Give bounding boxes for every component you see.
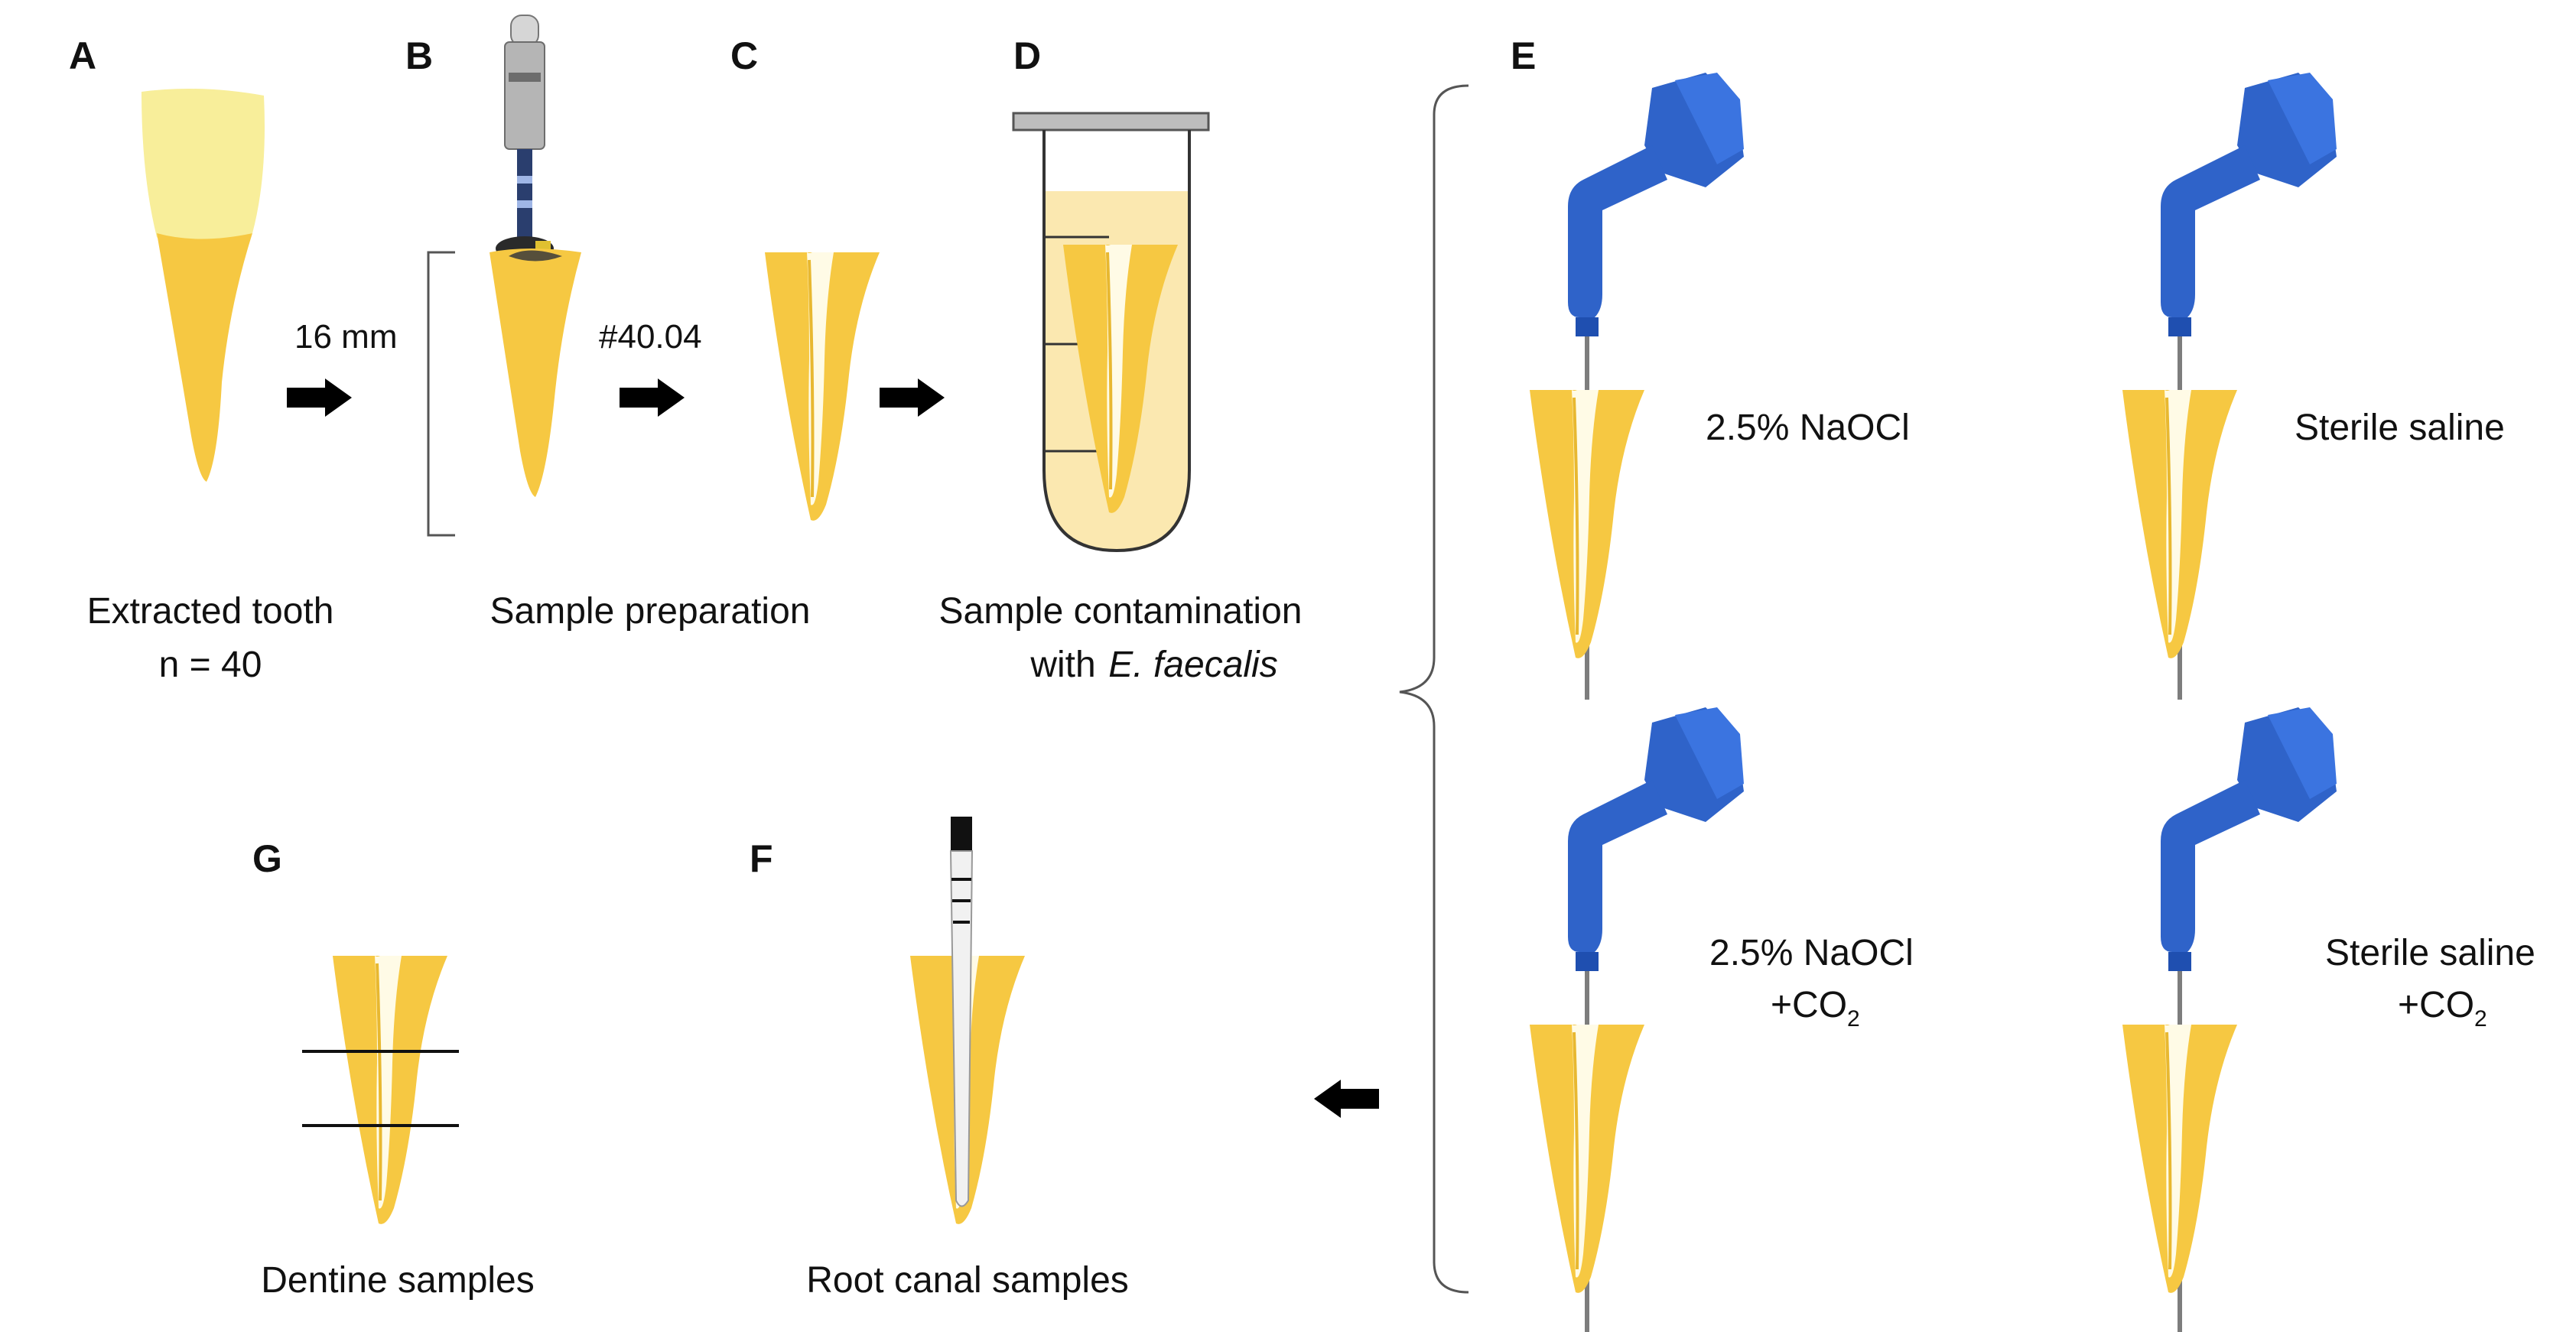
caption-sample-contamination: Sample contamination xyxy=(939,591,1303,632)
paper-point xyxy=(949,817,974,1207)
arrow-c-to-d xyxy=(880,378,945,417)
panel-letter-g: G xyxy=(252,837,282,880)
irrigation-setup-saline-co2 xyxy=(2121,707,2337,1332)
caption-with: with xyxy=(1029,645,1095,685)
tooth-instrumented-root xyxy=(763,251,881,522)
caption-dentine-samples: Dentine samples xyxy=(261,1260,535,1301)
irrigation-setup-naocl-co2 xyxy=(1528,707,1744,1332)
caption-sample-count: n = 40 xyxy=(159,645,262,685)
group-label-naocl: 2.5% NaOCl xyxy=(1706,408,1910,448)
length-label: 16 mm xyxy=(294,318,397,356)
caption-species: E. faecalis xyxy=(1108,645,1277,685)
panel-letter-d: D xyxy=(1013,34,1041,77)
irrigation-setup-saline xyxy=(2121,73,2337,700)
panel-letter-a: A xyxy=(69,34,96,77)
tooth-sectioned xyxy=(331,954,449,1226)
arrow-a-to-b xyxy=(287,378,352,417)
caption-sample-preparation: Sample preparation xyxy=(490,591,811,632)
panel-letter-b: B xyxy=(405,34,433,77)
panel-letter-c: C xyxy=(730,34,758,77)
arrow-e-to-f xyxy=(1314,1080,1379,1118)
group-label-saline: Sterile saline xyxy=(2295,408,2505,448)
file-size-label: #40.04 xyxy=(599,318,702,356)
group-label-saline-co2-line1: Sterile saline xyxy=(2325,933,2535,973)
length-bracket xyxy=(427,251,455,537)
panel-letter-f: F xyxy=(750,837,773,880)
group-brace xyxy=(1399,84,1469,1294)
irrigation-setup-naocl xyxy=(1528,73,1744,700)
handpiece-bur xyxy=(496,15,554,261)
tooth-prepared-root xyxy=(490,249,581,497)
caption-extracted-tooth: Extracted tooth xyxy=(87,591,334,632)
group-label-naocl-co2-line1: 2.5% NaOCl xyxy=(1709,933,1914,973)
group-label-saline-co2-line2: +CO2 xyxy=(2398,985,2487,1031)
arrow-b-to-c xyxy=(620,378,685,417)
group-label-naocl-co2-line2: +CO2 xyxy=(1771,985,1860,1031)
extracted-tooth xyxy=(141,89,265,482)
caption-root-canal-samples: Root canal samples xyxy=(806,1260,1129,1301)
panel-letter-e: E xyxy=(1511,34,1536,77)
